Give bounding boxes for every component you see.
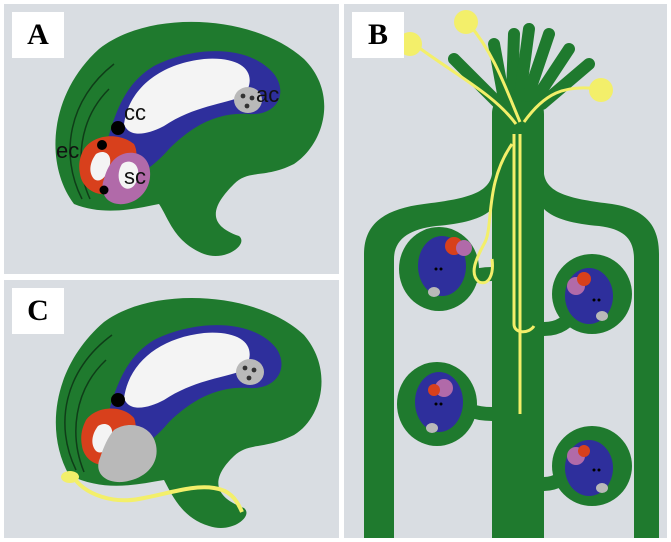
nerve-ending [61, 471, 79, 483]
cell-sc-nucleus [100, 186, 109, 195]
label-sc: sc [124, 166, 146, 188]
cell-ac-dot-3 [245, 104, 250, 109]
cell-ac [236, 359, 264, 385]
cell-ac-dot-2 [250, 96, 255, 101]
panel-b-letter: B [352, 12, 404, 58]
panel-b: B [344, 4, 667, 538]
label-ec: ec [56, 140, 79, 162]
panel-a-letter: A [12, 12, 64, 58]
tentacle-2 [512, 34, 514, 96]
cell-ac-dot-3 [247, 376, 252, 381]
panel-b-illustration [344, 4, 667, 538]
cell-cc [111, 121, 125, 135]
organ-1 [399, 227, 479, 311]
cell-ac-dot-1 [243, 366, 248, 371]
cell-ac-dot-2 [252, 368, 257, 373]
label-ac: ac [256, 84, 279, 106]
nerve-ending-2 [454, 10, 478, 34]
cell-ec-nucleus [97, 140, 107, 150]
panel-a: A cc ac ec sc [4, 4, 339, 274]
organ-4 [552, 426, 632, 506]
panel-c: C [4, 280, 339, 538]
cell-ac-dot-1 [241, 94, 246, 99]
label-cc: cc [124, 102, 146, 124]
cell-cc [111, 393, 125, 407]
organ-2 [552, 254, 632, 334]
organ-3 [397, 362, 477, 446]
panel-c-letter: C [12, 288, 64, 334]
nerve-ending-3 [589, 78, 613, 102]
